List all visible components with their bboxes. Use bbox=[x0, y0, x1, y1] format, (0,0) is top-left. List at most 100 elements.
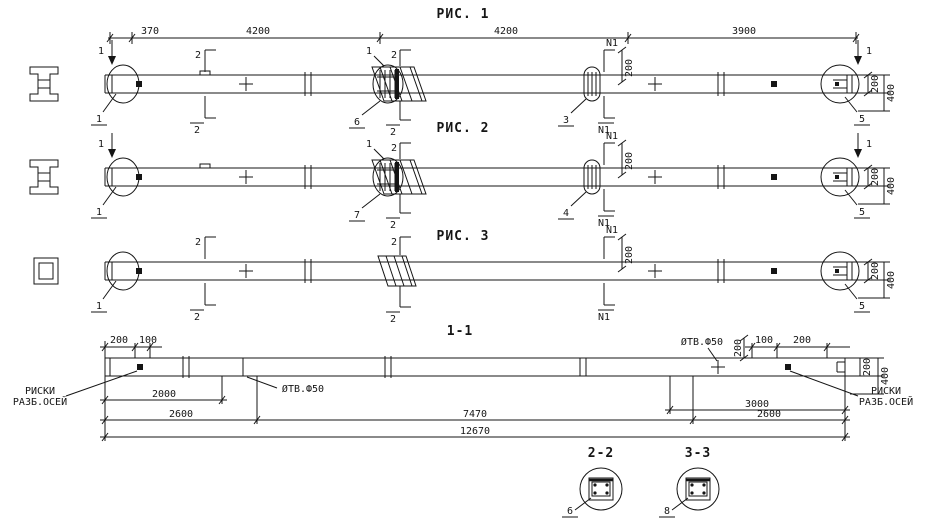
callout-label: 8 bbox=[664, 506, 670, 517]
column-section-glyph-fig3 bbox=[33, 257, 59, 285]
detail-2-2-title: 2-2 bbox=[588, 446, 614, 461]
cut-arrow bbox=[108, 149, 116, 158]
cut-label: 1 bbox=[98, 46, 104, 57]
right-dimensions-fig1: 200 400 bbox=[852, 71, 897, 112]
dims-right-section11: 200 400 bbox=[845, 357, 891, 395]
axis-label-right: РАЗБ.ОСЕЙ bbox=[859, 395, 913, 408]
key-notch bbox=[199, 163, 211, 169]
cut-label: 1 bbox=[866, 46, 872, 57]
detail-2-2: 6 bbox=[562, 467, 623, 518]
hole-callouts-section11: ØТВ.Ф50 ØТВ.Ф50 bbox=[246, 336, 723, 395]
cut-label: 2 bbox=[195, 237, 201, 248]
cut-label: 2 bbox=[390, 314, 396, 325]
dim-label: 2600 bbox=[757, 409, 781, 420]
callout-label: 5 bbox=[859, 301, 865, 312]
figure-1-title: РИС. 1 bbox=[437, 7, 490, 22]
cut-label: 2 bbox=[194, 312, 200, 323]
hole-label-right: ØТВ.Ф50 bbox=[681, 336, 723, 348]
slot-detail-fig1 bbox=[583, 66, 601, 102]
cut-label: 1 bbox=[98, 139, 104, 150]
dimension-chain-fig1: 370 4200 4200 3900 bbox=[106, 26, 860, 44]
dim-label: 12670 bbox=[460, 426, 490, 437]
hatch-detail-fig1 bbox=[371, 64, 427, 104]
beam-fig3 bbox=[104, 251, 860, 291]
callout-label: 6 bbox=[567, 506, 573, 517]
axis-mark bbox=[136, 268, 142, 274]
dim-label: 200 bbox=[110, 335, 128, 346]
figure-3: 2 2 2 2 N1 N1 200 200 400 bbox=[33, 225, 897, 325]
axis-mark-right bbox=[785, 364, 791, 370]
right-end-circle bbox=[820, 64, 860, 104]
dim-label: 4200 bbox=[246, 26, 270, 37]
dim-label: 200 bbox=[624, 246, 635, 264]
cut-arrow bbox=[108, 56, 116, 65]
cut-label: N1 bbox=[606, 225, 618, 236]
axis-mark bbox=[136, 81, 142, 87]
callout-label: 1 bbox=[96, 114, 102, 125]
axis-mark bbox=[771, 268, 777, 274]
beam-fig1 bbox=[104, 64, 860, 104]
dim-label: 3900 bbox=[732, 26, 756, 37]
cut-label: 2 bbox=[391, 237, 397, 248]
axis-mark-left bbox=[137, 364, 143, 370]
dim-label: 200 bbox=[870, 262, 881, 280]
dim-label: 400 bbox=[886, 177, 897, 195]
section-marks-fig3: 2 2 2 2 N1 N1 200 bbox=[190, 225, 635, 325]
callout-label: 7 bbox=[354, 210, 360, 221]
right-dimensions-fig2: 200 400 bbox=[852, 164, 897, 205]
figure-2: 1 1 2 2 1 N1 N1 200 200 bbox=[29, 131, 897, 231]
dim-label: 2600 bbox=[169, 409, 193, 420]
dim-label: 200 bbox=[862, 358, 873, 376]
right-dimensions-fig3: 200 400 bbox=[852, 258, 897, 299]
dim-label: 200 bbox=[624, 152, 635, 170]
beam-section11 bbox=[104, 356, 846, 378]
callout-label: 3 bbox=[563, 115, 569, 126]
column-section-glyph-fig2 bbox=[29, 159, 59, 195]
dim-label: 200 bbox=[870, 75, 881, 93]
cut-label: 2 bbox=[390, 127, 396, 138]
dim-label: 400 bbox=[886, 84, 897, 102]
detail-3-3-title: 3-3 bbox=[685, 446, 711, 461]
cut-label: N1 bbox=[598, 312, 610, 323]
hatch-detail-fig2 bbox=[371, 157, 427, 197]
dim-label: 200 bbox=[793, 335, 811, 346]
detail-circle-3-3 bbox=[676, 467, 720, 511]
figure-3-title: РИС. 3 bbox=[437, 229, 490, 244]
dims-top-left-section11: 200 100 bbox=[100, 335, 162, 358]
dims-top-right-section11: 100 200 bbox=[745, 335, 850, 358]
figure-1: 370 4200 4200 3900 bbox=[29, 26, 897, 138]
callout-label: 1 bbox=[96, 301, 102, 312]
cut-label: N1 bbox=[598, 125, 610, 136]
callouts-fig1: 1 6 3 5 bbox=[91, 93, 870, 129]
cut-label: 2 bbox=[390, 220, 396, 231]
dim-label: 200 bbox=[870, 168, 881, 186]
dim-label: 100 bbox=[755, 335, 773, 346]
callout-label: 1 bbox=[366, 139, 372, 150]
cut-arrow bbox=[854, 149, 862, 158]
callouts-fig2: 1 7 4 5 bbox=[91, 186, 870, 222]
cut-label: 2 bbox=[194, 125, 200, 136]
axis-label-left: РИСКИ bbox=[25, 386, 55, 397]
figure-2-title: РИС. 2 bbox=[437, 121, 490, 136]
dim-label: 200 bbox=[624, 59, 635, 77]
cut-label: 2 bbox=[195, 50, 201, 61]
section-1-1-title: 1-1 bbox=[447, 324, 473, 339]
callout-label: 5 bbox=[859, 207, 865, 218]
dim-label: 7470 bbox=[463, 409, 487, 420]
hatch-outline bbox=[377, 255, 417, 287]
section-marks-fig2: 1 1 2 2 1 N1 N1 200 bbox=[98, 131, 872, 231]
column-section-glyph-fig1 bbox=[29, 66, 59, 102]
cut-label: 1 bbox=[866, 139, 872, 150]
cut-label: N1 bbox=[606, 131, 618, 142]
axis-marks-labels: РИСКИ РАЗБ.ОСЕЙ РИСКИ РАЗБ.ОСЕЙ bbox=[13, 370, 913, 408]
detail-3-3: 8 bbox=[659, 467, 720, 518]
right-end-circle bbox=[820, 157, 860, 197]
dim-label: 370 bbox=[141, 26, 159, 37]
callouts-fig3: 1 5 bbox=[91, 280, 870, 313]
callout-label: 6 bbox=[354, 117, 360, 128]
detail-circle-2-2 bbox=[579, 467, 623, 511]
right-end-circle bbox=[820, 251, 860, 291]
cut-label: N1 bbox=[606, 38, 618, 49]
